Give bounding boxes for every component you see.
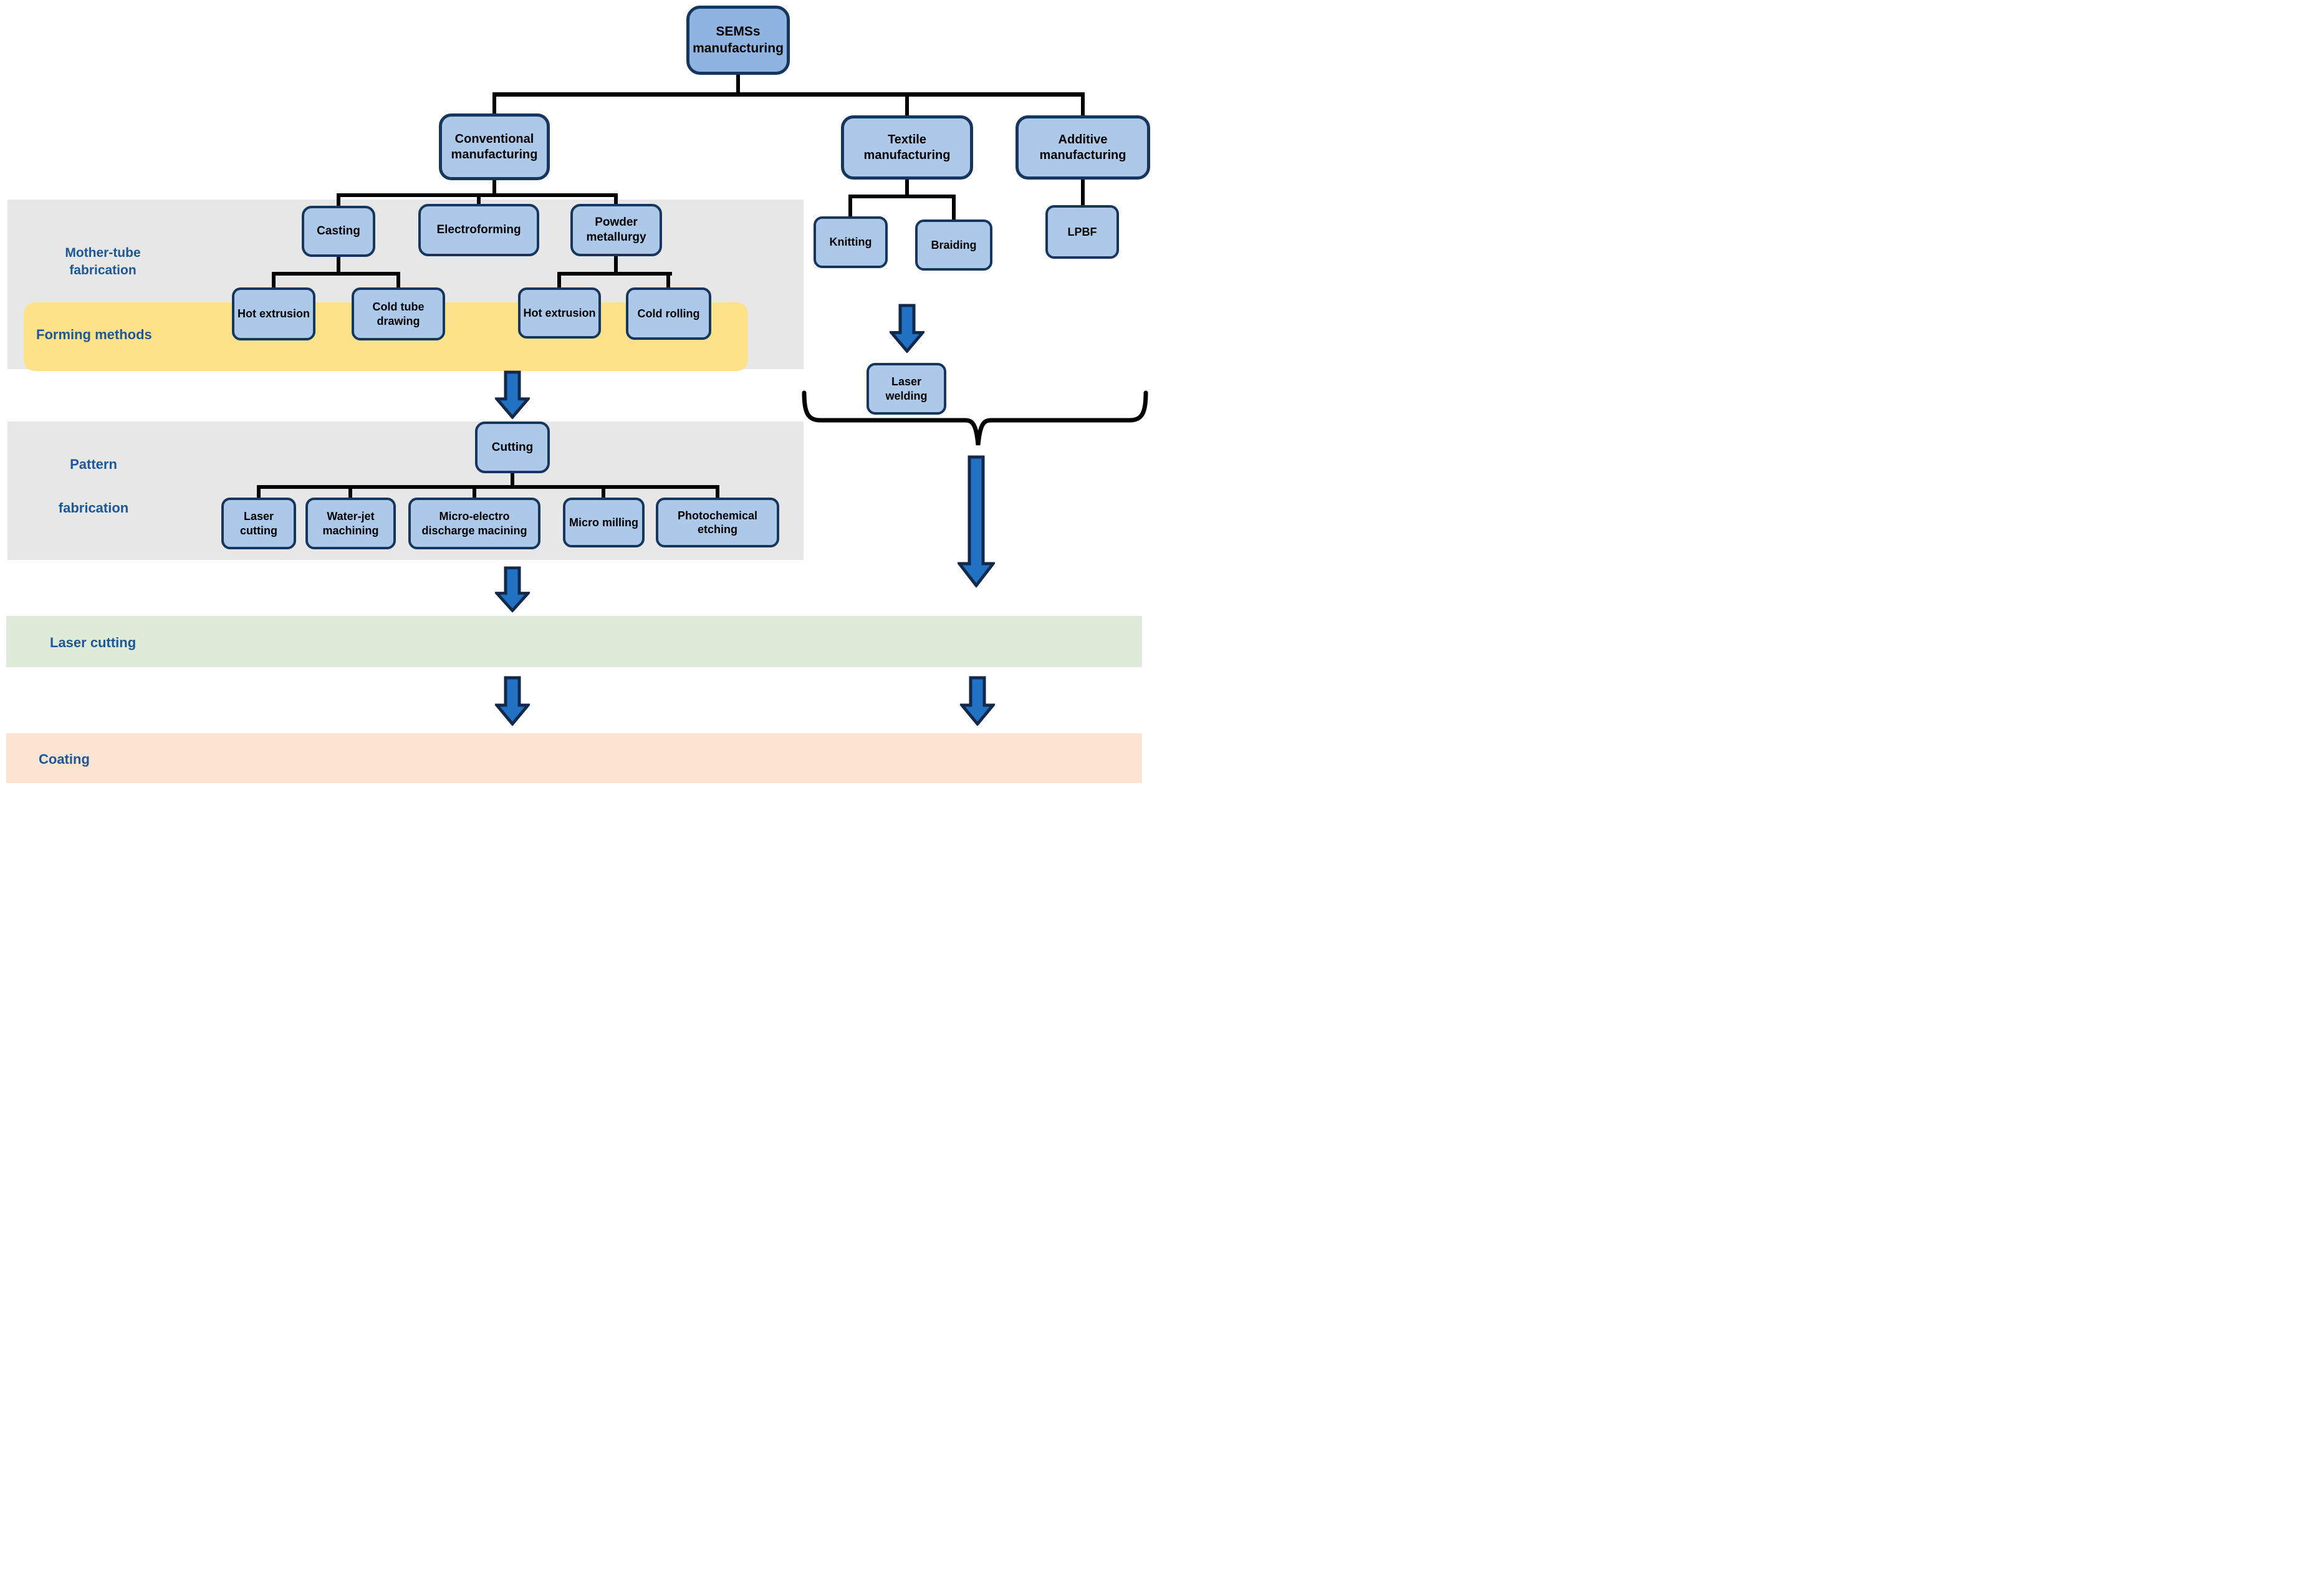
connector-to-textile [905, 95, 909, 117]
node-semss-manufacturing: SEMSs manufacturing [686, 6, 790, 75]
node-textile-manufacturing: Textile manufacturing [841, 115, 973, 180]
node-lpbf: LPBF [1045, 205, 1119, 259]
connector-to-medm [473, 488, 476, 499]
arrow-laser-cutting-to-coating-right-icon [960, 676, 995, 726]
label-pattern: Pattern [70, 456, 117, 472]
connector-to-electroforming [477, 196, 481, 205]
arrow-forming-to-cutting-icon [495, 370, 530, 419]
node-laser-cutting-method-label: Laser cutting [240, 510, 277, 537]
node-conventional-label: Conventional manufacturing [451, 132, 538, 161]
node-laser-welding: Laser welding [867, 363, 946, 415]
node-additive-label: Additive manufacturing [1039, 132, 1126, 162]
node-braiding: Braiding [915, 219, 992, 271]
arrow-laser-cutting-to-coating-left-icon [495, 676, 530, 726]
connector-casting-bar [272, 272, 400, 276]
node-hot-extrusion-1: Hot extrusion [232, 287, 315, 340]
node-textile-label: Textile manufacturing [863, 132, 951, 162]
connector-cutting-bar [257, 485, 719, 489]
node-knitting-label: Knitting [829, 236, 872, 249]
node-casting: Casting [302, 206, 375, 257]
node-lpbf-label: LPBF [1067, 225, 1097, 238]
node-photochemical-etching: Photochemical etching [656, 498, 779, 547]
label-pattern-fabrication: fabrication [58, 500, 129, 516]
node-micro-milling-label: Micro milling [569, 516, 638, 529]
node-conventional-manufacturing: Conventional manufacturing [439, 113, 550, 180]
node-laser-welding-label: Laser welding [885, 375, 928, 402]
node-cutting-label: Cutting [491, 440, 534, 454]
connector-powder-bar [557, 272, 672, 276]
label-laser-cutting-stage: Laser cutting [50, 635, 137, 650]
sems-manufacturing-flowchart: SEMSs manufacturing Conventional manufac… [0, 0, 1162, 790]
node-cold-rolling-label: Cold rolling [637, 307, 700, 320]
connector-to-braiding [952, 197, 956, 221]
node-medm-label: Micro-electro discharge macining [421, 510, 527, 537]
band-coating [6, 733, 1142, 783]
node-casting-label: Casting [317, 224, 360, 238]
node-laser-cutting-method: Laser cutting [221, 498, 296, 549]
node-hot-extrusion-1-label: Hot extrusion [237, 307, 310, 320]
node-electroforming-label: Electroforming [436, 223, 521, 237]
connector-to-knitting [848, 197, 852, 218]
node-hot-extrusion-2: Hot extrusion [518, 287, 601, 339]
label-forming-methods: Forming methods [36, 327, 152, 342]
connector-to-cold-rolling [666, 274, 670, 289]
node-additive-manufacturing: Additive manufacturing [1016, 115, 1150, 180]
node-cold-tube-drawing: Cold tube drawing [352, 287, 445, 340]
node-cold-tube-label: Cold tube drawing [372, 301, 425, 327]
connector-root-bar [492, 92, 1085, 97]
label-coating-stage: Coating [39, 751, 90, 767]
connector-to-water-jet [348, 488, 352, 499]
node-powder-label: Powder metallurgy [586, 216, 646, 244]
node-knitting: Knitting [814, 216, 888, 268]
node-cutting: Cutting [475, 421, 550, 473]
connector-to-hot-extrusion-2 [557, 274, 561, 289]
arrow-textile-to-laser-welding-icon [890, 304, 924, 353]
connector-textile-stub [905, 180, 909, 196]
arrow-brace-to-laser-cutting-icon [958, 455, 995, 587]
connector-to-additive [1081, 95, 1085, 117]
connector-textile-bar [848, 195, 956, 198]
connector-to-cold-tube-drawing [396, 274, 400, 289]
node-photochemical-label: Photochemical etching [677, 509, 758, 536]
connector-conventional-bar [337, 193, 618, 197]
brace-merge-textile-additive-icon [802, 390, 1148, 448]
node-powder-metallurgy: Powder metallurgy [570, 204, 662, 256]
band-laser-cutting [6, 616, 1142, 667]
arrow-pattern-to-laser-cutting-icon [495, 566, 530, 612]
connector-to-micro-milling [602, 488, 605, 499]
connector-casting-stub [337, 257, 340, 273]
connector-to-conventional [492, 95, 496, 115]
node-water-jet-label: Water-jet machining [322, 510, 379, 537]
connector-root-stub [736, 74, 740, 95]
node-hot-extrusion-2-label: Hot extrusion [523, 306, 596, 319]
node-braiding-label: Braiding [931, 238, 977, 251]
connector-cutting-stub [511, 473, 514, 486]
node-electroforming: Electroforming [418, 204, 539, 256]
connector-conventional-stub [492, 180, 496, 195]
node-micro-electro-discharge: Micro-electro discharge macining [408, 498, 540, 549]
connector-to-casting [337, 196, 340, 207]
connector-to-hot-extrusion-1 [272, 274, 276, 289]
connector-powder-stub [614, 256, 618, 273]
node-cold-rolling: Cold rolling [626, 287, 711, 340]
label-mother-tube-fabrication: Mother-tube fabrication [65, 246, 141, 278]
node-semss-label: SEMSs manufacturing [693, 24, 784, 55]
connector-to-laser-cutting [257, 488, 261, 499]
node-micro-milling: Micro milling [563, 498, 645, 547]
node-water-jet-machining: Water-jet machining [305, 498, 396, 549]
connector-to-photochemical [716, 488, 719, 499]
connector-to-powder-metallurgy [614, 196, 618, 205]
connector-to-lpbf [1081, 180, 1085, 206]
